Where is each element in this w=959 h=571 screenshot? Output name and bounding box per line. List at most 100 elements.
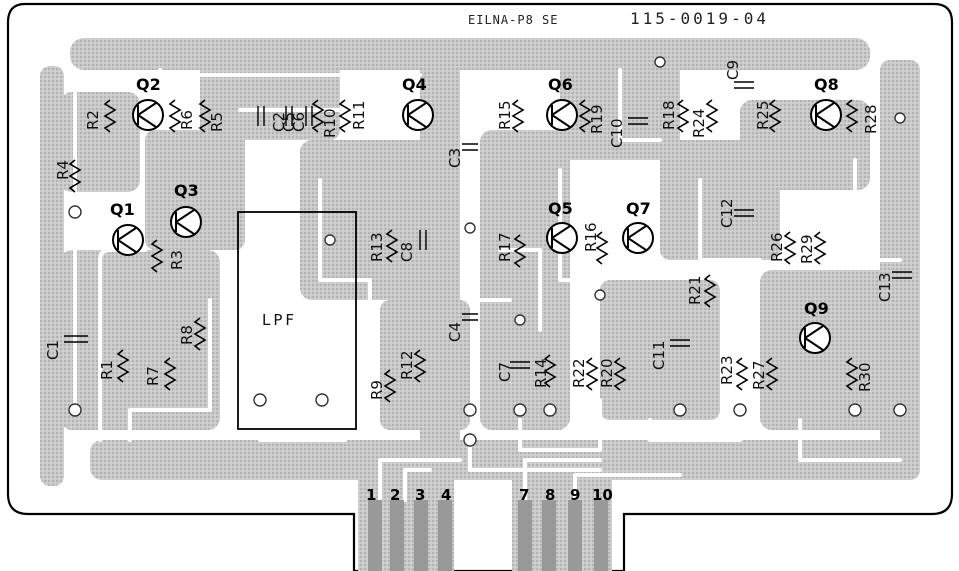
pin-label: 4: [441, 486, 451, 504]
capacitor-c3: C3: [446, 143, 478, 168]
resistor-r6: R6: [168, 99, 196, 133]
svg-text:R23: R23: [718, 355, 736, 385]
svg-text:R13: R13: [368, 232, 386, 262]
resistor-r9: R9: [368, 369, 397, 403]
svg-text:R28: R28: [862, 104, 880, 134]
svg-text:C13: C13: [876, 272, 894, 302]
transistor-q7: Q7: [622, 199, 654, 254]
resistor-r15: R15: [496, 99, 525, 133]
capacitor-c2: C2: [257, 106, 288, 132]
svg-text:R1: R1: [98, 360, 116, 380]
svg-text:C4: C4: [446, 322, 464, 342]
copper-layer: [40, 38, 920, 571]
svg-text:R9: R9: [368, 380, 386, 400]
solder-pads: [68, 56, 907, 447]
pin-label: 10: [592, 486, 613, 504]
transistor-q2: Q2: [132, 75, 164, 131]
svg-text:R30: R30: [856, 362, 874, 392]
resistor-r28: R28: [845, 99, 880, 134]
resistor-r14: R14: [532, 354, 557, 388]
transistor-q4: Q4: [402, 75, 434, 131]
svg-text:C6: C6: [290, 112, 308, 132]
svg-text:R3: R3: [168, 250, 186, 270]
svg-text:R18: R18: [660, 100, 678, 130]
resistor-r1: R1: [98, 349, 130, 383]
svg-text:R10: R10: [321, 108, 339, 138]
capacitor-c6: C6: [290, 106, 313, 132]
resistor-r29: R29: [798, 231, 827, 265]
svg-text:R7: R7: [144, 366, 162, 386]
resistor-r24: R24: [690, 99, 719, 138]
pin-label: 3: [415, 486, 425, 504]
svg-text:C9: C9: [724, 60, 742, 80]
transistor-q1: Q1: [110, 200, 144, 256]
resistor-r12: R12: [398, 349, 427, 383]
q-label: Q6: [548, 75, 573, 94]
svg-text:C7: C7: [496, 362, 514, 382]
q-label: Q7: [626, 199, 651, 218]
svg-text:R27: R27: [750, 360, 768, 390]
transistor-q5: Q5: [546, 199, 578, 254]
svg-text:C10: C10: [608, 118, 626, 148]
transistors: Q1 Q2 Q3 Q4 Q5 Q6 Q7 Q8 Q9: [110, 75, 842, 354]
svg-text:R24: R24: [690, 108, 708, 138]
q-label: Q1: [110, 200, 135, 219]
resistor-r13: R13: [368, 229, 399, 263]
svg-text:R25: R25: [754, 100, 772, 130]
pin-label: 9: [570, 486, 580, 504]
connector-pin-labels: 1 2 3 4 7 8 9 10: [366, 486, 613, 504]
svg-text:R21: R21: [686, 275, 704, 305]
resistor-r21: R21: [686, 274, 717, 308]
capacitor-c4: C4: [446, 313, 478, 342]
svg-text:C1: C1: [44, 340, 62, 360]
lpf-module-outline: [237, 211, 357, 430]
connector-fingers: [368, 500, 608, 571]
capacitor-c9: C9: [724, 60, 754, 89]
q-label: Q8: [814, 75, 839, 94]
svg-text:R2: R2: [84, 110, 102, 130]
resistor-r3: R3: [150, 239, 186, 273]
resistor-r7: R7: [144, 357, 177, 391]
capacitor-c1: C1: [44, 335, 88, 360]
resistor-r8: R8: [178, 317, 207, 351]
svg-text:R26: R26: [768, 232, 786, 262]
q-label: Q5: [548, 199, 573, 218]
svg-text:R29: R29: [798, 234, 816, 264]
svg-text:C3: C3: [446, 148, 464, 168]
resistor-r16: R16: [582, 222, 609, 265]
svg-text:C2: C2: [270, 112, 288, 132]
pin-label: 8: [545, 486, 555, 504]
svg-text:R12: R12: [398, 350, 416, 380]
part-number: 115-0019-04: [630, 9, 769, 28]
svg-text:R15: R15: [496, 100, 514, 130]
lpf-label: LPF: [262, 311, 297, 329]
svg-text:C8: C8: [398, 242, 416, 262]
q-label: Q9: [804, 299, 829, 318]
pin-label: 7: [519, 486, 529, 504]
trace-layer: [18, 28, 902, 502]
resistor-r23: R23: [718, 355, 749, 391]
resistor-r5: R5: [198, 99, 226, 133]
capacitor-c8: C8: [398, 230, 427, 262]
resistor-r10: R10: [311, 99, 339, 138]
board-name: EILNA-P8 SE: [468, 13, 558, 27]
transistor-q6: Q6: [546, 75, 578, 131]
resistor-r4: R4: [54, 159, 82, 193]
resistors: R1 R2 R3 R4 R5 R6 R7 R8 R9 R10 R11 R12 R…: [54, 99, 880, 403]
resistor-r20: R20: [598, 357, 627, 391]
svg-text:R22: R22: [570, 358, 588, 388]
q-label: Q2: [136, 75, 161, 94]
capacitor-c10: C10: [608, 117, 648, 148]
resistor-r27: R27: [750, 357, 779, 391]
svg-text:R6: R6: [178, 110, 196, 130]
capacitor-c5: C5: [280, 106, 298, 132]
svg-text:R17: R17: [496, 232, 514, 262]
resistor-r2: R2: [84, 99, 117, 133]
capacitor-c13: C13: [876, 271, 912, 302]
capacitor-c7: C7: [496, 361, 530, 382]
svg-text:C11: C11: [650, 340, 668, 370]
resistor-r25: R25: [754, 99, 782, 133]
resistor-r26: R26: [768, 231, 797, 265]
svg-text:R20: R20: [598, 358, 616, 388]
